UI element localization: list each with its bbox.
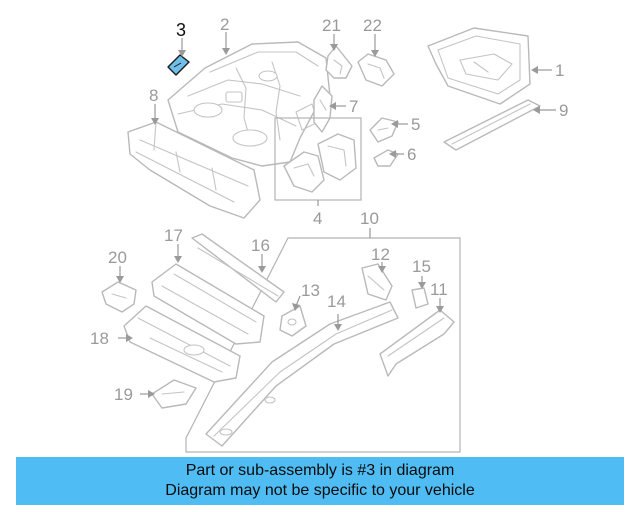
callout-19: 19 <box>114 385 133 404</box>
callout-2: 2 <box>220 15 229 34</box>
part-9-rail[interactable] <box>443 99 541 151</box>
callout-5: 5 <box>411 115 420 134</box>
parts-diagram: 1 2 3 4 5 6 7 8 9 10 11 12 13 14 15 16 1… <box>90 15 568 453</box>
part-15-bracket[interactable] <box>411 287 429 309</box>
part-10-group-box <box>185 237 461 453</box>
callout-11: 11 <box>430 280 448 299</box>
callout-16: 16 <box>251 236 270 255</box>
callout-22: 22 <box>363 16 382 35</box>
callout-18: 18 <box>90 329 109 348</box>
callout-8: 8 <box>149 86 158 105</box>
part-4-assembly[interactable] <box>283 133 357 193</box>
part-22-bracket[interactable] <box>357 53 395 87</box>
callout-20: 20 <box>108 248 127 267</box>
callout-6: 6 <box>407 145 416 164</box>
part-2-rear-floor-pan[interactable] <box>167 41 331 167</box>
callout-3: 3 <box>176 20 186 40</box>
leader-lines <box>116 32 556 398</box>
callout-13: 13 <box>301 281 320 300</box>
part-20-bracket[interactable] <box>101 281 137 313</box>
part-13-bracket[interactable] <box>279 305 307 337</box>
part-14-side-member[interactable] <box>205 301 399 447</box>
callout-21: 21 <box>322 16 341 35</box>
part-12-bracket[interactable] <box>361 263 393 301</box>
callout-12: 12 <box>371 245 390 264</box>
part-3-bracket[interactable] <box>167 54 190 76</box>
callout-15: 15 <box>412 257 431 276</box>
info-banner: Part or sub-assembly is #3 in diagram Di… <box>16 457 624 505</box>
callout-9: 9 <box>559 101 568 120</box>
banner-line-1: Part or sub-assembly is #3 in diagram <box>185 462 455 479</box>
callout-14: 14 <box>327 292 346 311</box>
callout-10: 10 <box>360 209 379 228</box>
callout-7: 7 <box>349 97 358 116</box>
part-19-plate[interactable] <box>151 379 197 409</box>
callout-4: 4 <box>313 209 322 228</box>
callout-1: 1 <box>555 61 564 80</box>
part-16-cross-member[interactable] <box>191 233 285 303</box>
part-1-spare-tire-tub[interactable] <box>427 27 531 105</box>
part-8-rear-panel[interactable] <box>127 121 261 219</box>
banner-line-2: Diagram may not be specific to your vehi… <box>165 482 475 499</box>
part-18-floor-section[interactable] <box>123 305 241 383</box>
callout-17: 17 <box>164 226 183 245</box>
part-5-bracket[interactable] <box>369 117 399 143</box>
part-21-bracket[interactable] <box>325 45 353 79</box>
part-17-floor-panel[interactable] <box>151 263 265 345</box>
